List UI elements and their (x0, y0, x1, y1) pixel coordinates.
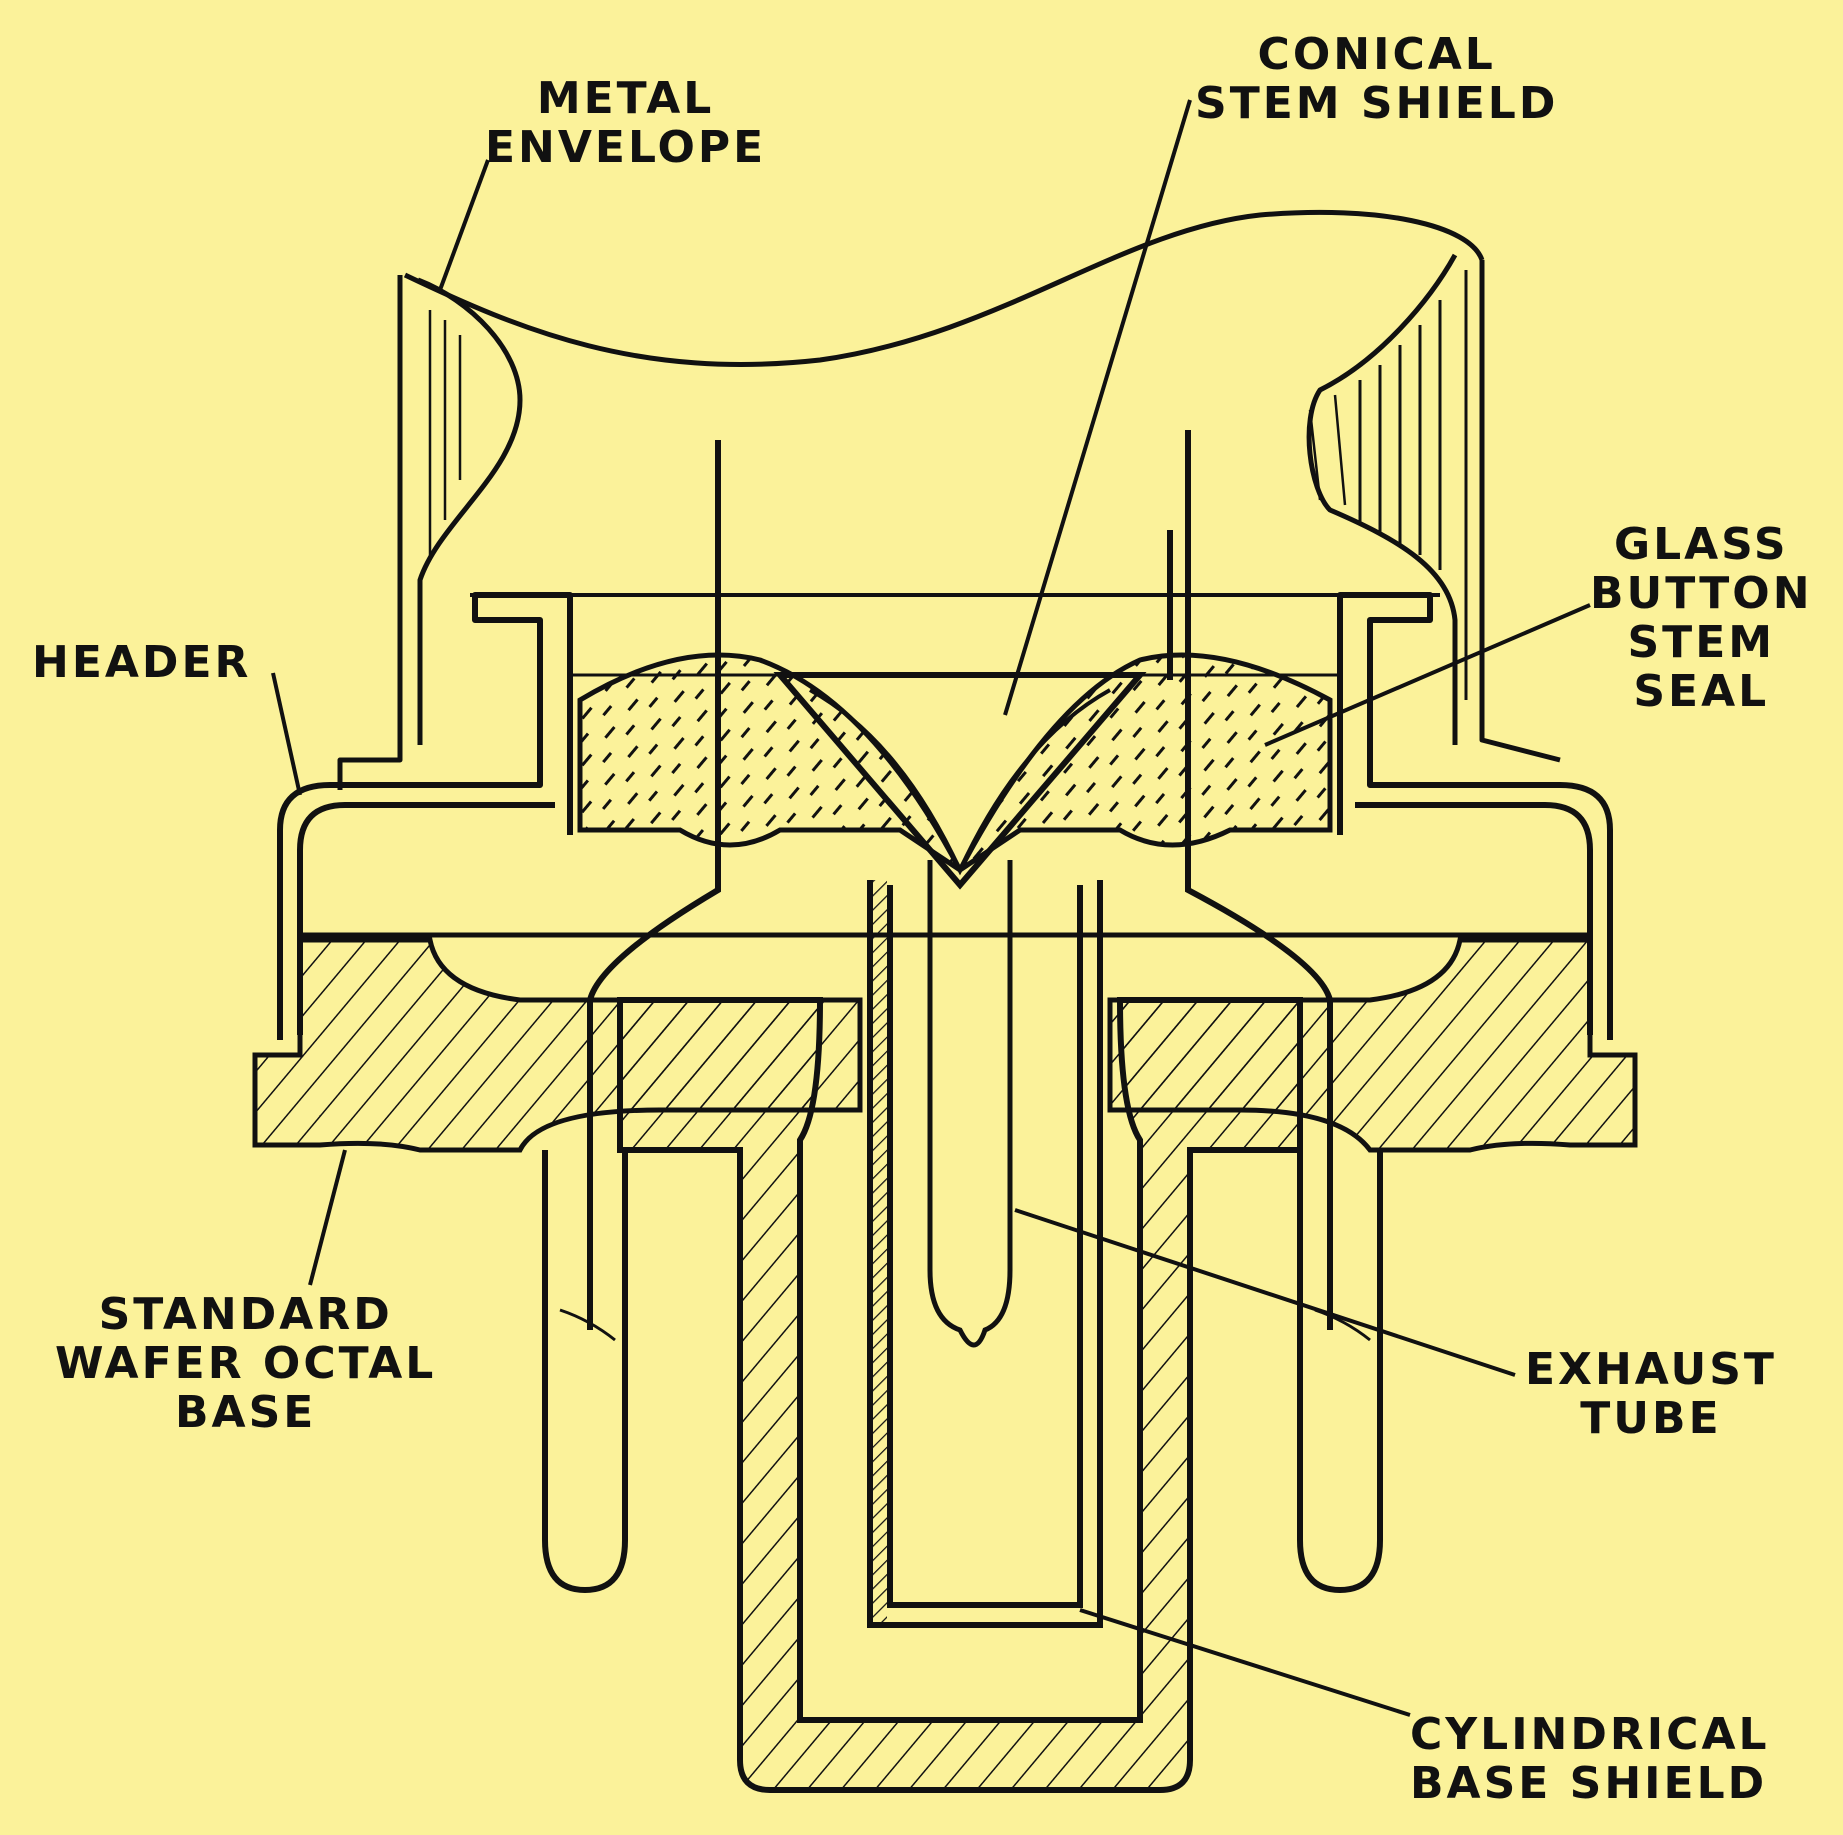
leader-lines (271, 99, 1591, 1717)
base-pins (542, 1150, 1383, 1594)
cylindrical-base-shield (867, 880, 1103, 1628)
label-glass-button-stem-seal: GLASS BUTTON STEM SEAL (1590, 519, 1813, 717)
glass-stem-seal (577, 652, 1333, 876)
label-cylindrical-base-shield: CYLINDRICAL BASE SHIELD (1410, 1709, 1770, 1809)
metal-envelope (337, 209, 1561, 790)
lead-wires (587, 430, 1333, 1330)
label-conical-stem-shield: CONICAL STEM SHIELD (1195, 29, 1559, 129)
label-metal-envelope: METAL ENVELOPE (485, 73, 767, 173)
exhaust-tube (927, 860, 1013, 1348)
envelope-right-shading (1358, 270, 1468, 700)
label-standard-wafer-octal-base: STANDARD WAFER OCTAL BASE (55, 1289, 437, 1438)
base-center-boss (617, 997, 1303, 1793)
label-header: HEADER (32, 637, 252, 688)
header-disc (277, 592, 1613, 1040)
conical-shield-inner (809, 688, 1111, 875)
conical-stem-shield (773, 672, 1147, 890)
label-exhaust-tube: EXHAUST TUBE (1525, 1344, 1777, 1444)
